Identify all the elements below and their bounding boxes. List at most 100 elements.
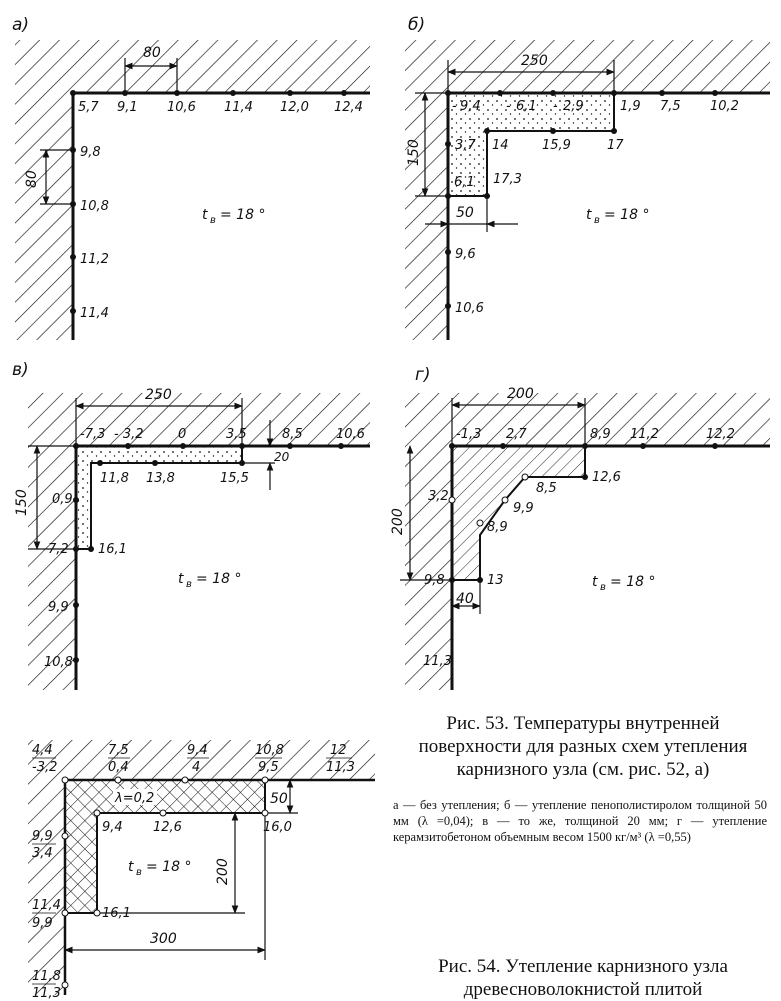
temp-value: 16,1 [98,542,127,557]
temp-value: -1,3 [456,427,481,442]
svg-text:= 18 °: = 18 ° [220,207,265,223]
temp-value: 8,9 [590,427,611,442]
dimension-200-left: 200 [390,445,480,581]
panel-b: б) 250 150 50 [405,15,770,340]
panel-g-label: г) [415,365,431,385]
dimension-300: 300 [64,813,266,960]
svg-text:200: 200 [507,386,534,402]
temp-value: 11,3 [326,760,355,775]
temp-value: 11,3 [32,986,61,1000]
insulation-fill [76,446,242,549]
temp-value: 9,4 [460,99,481,114]
temp-value: 17 [607,138,624,153]
temp-value: 11,4 [224,100,253,115]
temp-value: 7,5 [108,743,129,758]
temp-value: 8,5 [536,481,557,496]
svg-text:= 18 °: = 18 ° [196,571,241,587]
svg-text:20: 20 [274,450,290,464]
svg-text:300: 300 [150,931,177,947]
temp-value: 12,2 [706,427,735,442]
inner-temperature-label: t в = 18 ° [178,571,241,590]
temp-value: 0,4 [108,760,129,775]
figure-54-diagram: 50 200 300 4,4 -3,2 7,5 0,4 9,4 4 [28,740,375,1000]
temp-points [73,443,344,663]
svg-text:= 18 °: = 18 ° [146,859,191,875]
panel-g: г) 200 200 40 -1,3 2,7 8,9 [390,365,770,690]
temp-value: 2,9 [563,99,584,114]
temp-value: 15,9 [542,138,571,153]
dimension-150: 150 [14,445,76,550]
temp-value: 9,4 [187,743,208,758]
temp-points [445,90,718,309]
temp-value: 11,3 [423,654,452,669]
temp-value: 11,2 [630,427,659,442]
temp-value: 13,8 [146,471,175,486]
temp-value: 9,8 [424,573,445,588]
svg-text:t: t [592,574,598,590]
svg-text:-: - [506,99,511,114]
svg-text:t: t [202,207,208,223]
dimension-150: 150 [406,92,448,197]
inner-temperature-label: t в = 18 ° [128,859,191,878]
temp-value: 9,9 [32,829,53,844]
wall-hatch [15,40,370,340]
temp-value: 9,6 [455,247,476,262]
temp-value: 11,8 [32,969,61,984]
svg-text:150: 150 [406,139,422,166]
temp-value: 12,6 [592,470,621,485]
temp-value: 10,6 [336,427,365,442]
temp-value: 10,8 [255,743,284,758]
temp-value: 17,3 [493,172,522,187]
temp-value: 0 [178,427,186,442]
svg-text:в: в [594,215,600,226]
temp-value: 4 [192,760,200,775]
dimension-50: 50 [425,196,518,232]
svg-text:200: 200 [215,858,231,885]
temp-value: 5,7 [78,100,99,115]
temp-points [70,90,347,314]
temp-value: 11,2 [80,252,109,267]
dimension-label: 80 [143,45,161,61]
insulation-fill [452,446,585,580]
wall-hatch [405,40,770,340]
svg-text:250: 250 [145,387,172,403]
temp-value: 7,5 [660,99,681,114]
svg-text:-: - [452,99,457,114]
figure-53-legend: а — без утепления; б — утепление пенопол… [393,798,767,844]
wall-hatch [28,740,375,995]
temp-value: 9,9 [48,600,69,615]
svg-text:50: 50 [456,205,474,221]
svg-text:в: в [600,582,606,593]
temp-value: 9,9 [32,916,53,931]
panel-v-label: в) [12,360,29,380]
temp-points [448,443,718,583]
inner-temperature-label: t в = 18 ° [592,574,655,593]
svg-text:200: 200 [390,508,406,535]
temp-value: 0,9 [52,492,73,507]
svg-text:-: - [553,99,558,114]
temp-value: 10,6 [455,301,484,316]
figure-53-caption: Рис. 53. Температуры внутренней поверхно… [393,712,773,781]
temp-value: 10,2 [710,99,739,114]
temp-value: 3,2 [428,489,449,504]
panel-a: а) 80 80 5,7 9,1 10,6 11,4 12,0 12,4 9,8… [12,15,370,340]
inner-temperature-label: t в = 18 ° [202,207,265,226]
fiberboard-fill [65,780,265,913]
dimension-250: 250 [75,387,243,446]
temp-value: 16,0 [263,820,292,835]
temp-value: 11,4 [80,306,109,321]
svg-text:150: 150 [14,489,30,516]
temp-value: 12,6 [153,820,182,835]
temp-value: 9,8 [80,145,101,160]
temp-value: 4,4 [32,743,53,758]
temp-value: 11,4 [32,898,61,913]
temp-value: -7,3 [80,427,105,442]
temp-value: 12,4 [334,100,363,115]
figure-53-title: Рис. 53. Температуры внутренней поверхно… [418,713,748,780]
svg-text:40: 40 [456,591,474,607]
dimension-20: 20 [242,420,290,490]
inner-temperature-label: t в = 18 ° [586,207,649,226]
temp-value: 9,4 [102,820,123,835]
temp-value: 9,1 [117,100,138,115]
temp-value: 7,2 [48,542,69,557]
